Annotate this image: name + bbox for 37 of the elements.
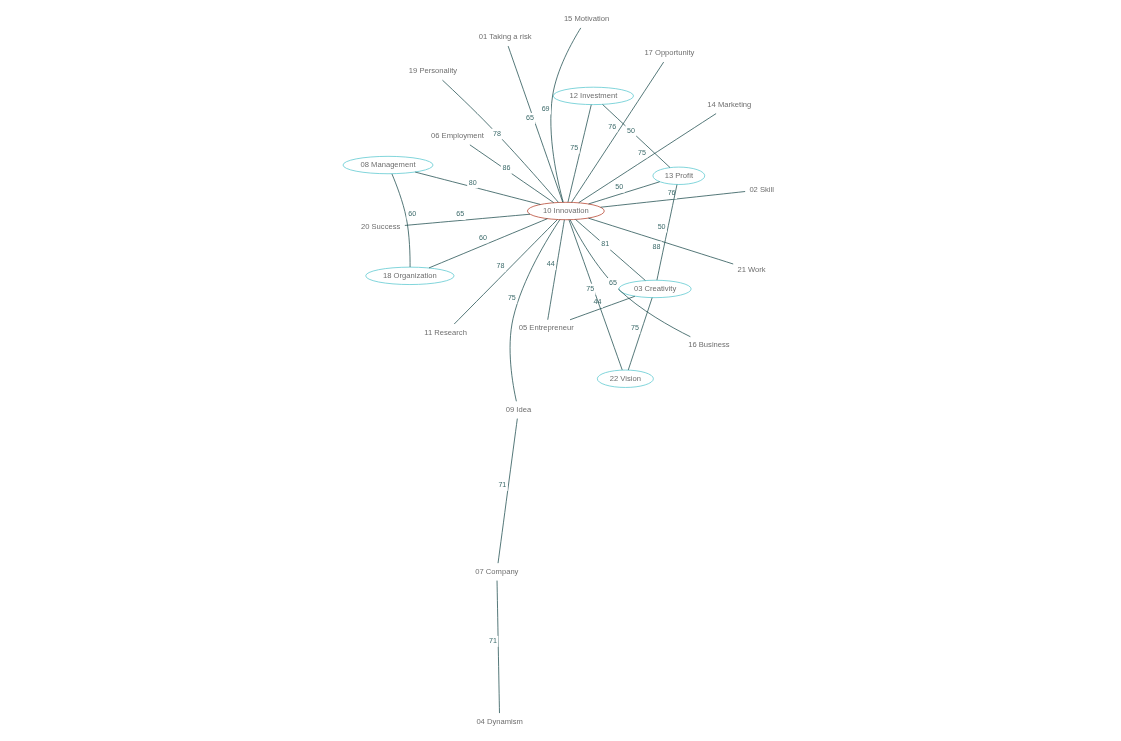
connector [404,213,531,226]
node-ellipse: 18 Organization [365,266,455,285]
node-ellipse: 13 Profit [652,166,706,185]
connector [509,219,561,402]
connector [507,45,564,203]
node-ellipse: 22 Vision [596,369,654,388]
node-text: 04 Dynamism [476,716,523,726]
connector [588,217,734,265]
connector [600,191,746,208]
node-ellipse: 03 Creativity [618,279,692,299]
node-text: 16 Business [688,340,730,350]
connector [602,104,671,168]
node-text: 05 Entrepreneur [518,323,574,333]
connector [578,113,717,204]
node-text: 11 Research [424,327,467,337]
connector [575,219,646,281]
node-text: 15 Motivation [563,14,610,23]
node-ellipse: 12 Investment [552,86,634,105]
connector [428,218,548,269]
node-ellipse: 08 Management [342,155,434,175]
connector [414,171,541,205]
node-text: 14 Marketing [707,99,752,109]
connector [571,61,664,203]
connector [442,79,559,203]
node-text: 19 Personality [408,66,458,76]
node-ellipse: 10 Innovation [527,201,605,221]
node-text: 21 Work [737,264,766,274]
connector [568,219,623,371]
node-text: 02 Skill [749,184,774,194]
node-text: 07 Company [475,566,519,576]
node-text: 01 Taking a risk [478,32,532,42]
connector [496,580,500,714]
node-text: 20 Success [360,222,401,232]
node-text: 17 Opportunity [644,48,695,58]
node-text: 06 Employment [431,131,484,141]
connector [391,173,411,268]
node-text: 09 Idea [505,404,532,414]
